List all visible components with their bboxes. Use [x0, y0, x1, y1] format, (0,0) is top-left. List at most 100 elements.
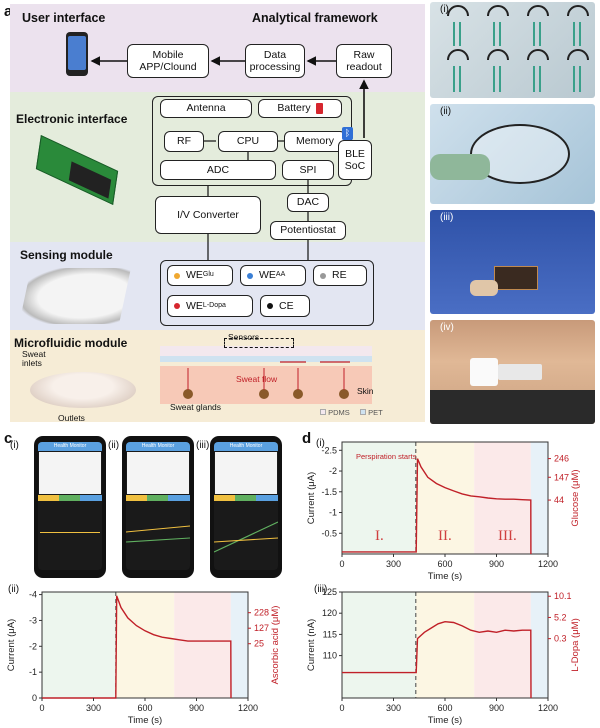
- glu-dot-icon: [174, 272, 180, 279]
- battery-box: Battery: [258, 99, 342, 118]
- panel-c-iii-label: (iii): [196, 440, 210, 451]
- phase-region-0: [342, 592, 416, 698]
- ce-label: CE: [279, 299, 294, 312]
- phone-c-ii-title: Health Monitor: [126, 442, 190, 451]
- x-tick-label-2: 600: [437, 559, 452, 569]
- panel-letter-c: c: [4, 430, 13, 447]
- microfluidic-cross-section: [160, 338, 372, 404]
- phase-region-3: [530, 442, 548, 554]
- mobile-app-box: Mobile APP/Clound: [127, 44, 209, 78]
- y-tick-label-3: 125: [322, 587, 337, 597]
- sweat-glands-label: Sweat glands: [170, 402, 222, 412]
- ble-soc-box: BLE SoC: [338, 140, 372, 180]
- potentiostat-box: Potentiostat: [270, 221, 346, 240]
- right-tick-label-1: 5.2: [554, 612, 567, 622]
- phone-c-iii-title: Health Monitor: [214, 442, 278, 451]
- we-glu-subscript: Glu: [202, 271, 214, 279]
- right-tick-label-0: 10.1: [554, 591, 572, 601]
- y-tick-label-1: -1: [29, 667, 37, 677]
- x-tick-label-2: 600: [437, 703, 452, 713]
- antenna-box: Antenna: [160, 99, 252, 118]
- sensing-frame: [160, 260, 374, 326]
- re-box: RE: [313, 265, 367, 286]
- sweat-duct-lines: [187, 368, 345, 390]
- right-tick-label-2: 44: [554, 495, 564, 505]
- panel-c-i-label: (i): [10, 440, 19, 451]
- spi-box: SPI: [282, 160, 334, 180]
- phase-1-label: I.: [375, 528, 384, 544]
- sweat-glands-drawing: [183, 361, 350, 399]
- perspiration-annotation: Perspiration starts: [356, 452, 417, 461]
- ldopa-dot-icon: [174, 303, 180, 309]
- right-tick-label-2: 25: [254, 639, 264, 649]
- raw-readout-box: Raw readout: [336, 44, 392, 78]
- x-tick-label-4: 1200: [538, 703, 558, 713]
- adc-box: ADC: [160, 160, 276, 180]
- photo-b-i-label: (i): [440, 4, 449, 15]
- bluetooth-icon: ᛒ: [342, 127, 353, 140]
- phase-3-label: III.: [498, 528, 517, 544]
- phase-region-3: [530, 592, 548, 698]
- sweat-inlets-label: Sweat inlets: [22, 349, 46, 368]
- pdms-legend: PDMS: [320, 408, 350, 417]
- photo-b-i: (i): [430, 2, 595, 98]
- phone-c-i: Health Monitor: [34, 436, 106, 578]
- x-tick-label-0: 0: [39, 703, 44, 713]
- photo-b-iii-label: (iii): [440, 212, 454, 223]
- photo-b-iv-label: (iv): [440, 322, 454, 333]
- re-label: RE: [332, 269, 347, 282]
- data-processing-box: Data processing: [245, 44, 305, 78]
- ce-box: CE: [260, 295, 310, 317]
- sensing-module-title: Sensing module: [20, 248, 113, 262]
- phase-region-1: [415, 442, 475, 554]
- x-tick-label-4: 1200: [238, 703, 258, 713]
- dac-box: DAC: [287, 193, 329, 212]
- we-ldopa-label: WE: [186, 299, 203, 312]
- electronic-interface-title: Electronic interface: [16, 112, 128, 126]
- y-tick-label-3: -3: [29, 615, 37, 625]
- we-aa-subscript: AA: [275, 271, 286, 279]
- y-tick-label-1: 115: [323, 629, 337, 639]
- x-tick-label-4: 1200: [538, 559, 558, 569]
- x-tick-label-2: 600: [137, 703, 152, 713]
- cpu-box: CPU: [218, 131, 278, 152]
- right-tick-label-1: 147: [554, 472, 569, 482]
- user-interface-title: User interface: [22, 11, 106, 25]
- y-tick-label-0: -0.5: [321, 528, 337, 538]
- x-tick-label-3: 900: [189, 703, 204, 713]
- data-series-line: [42, 595, 232, 699]
- phase-region-1: [115, 592, 175, 698]
- x-tick-label-0: 0: [339, 559, 344, 569]
- right-axis-label: Ascorbic acid (μM): [270, 606, 281, 685]
- mobile-phone-icon: [66, 32, 88, 76]
- sweat-gland-shapes: [183, 389, 349, 399]
- microfluidic-disc-image: [30, 372, 136, 408]
- pdms-label: PDMS: [328, 408, 350, 417]
- y-tick-label-1: -1: [329, 508, 337, 518]
- panel-c-ii-label: (ii): [108, 440, 120, 451]
- microfluidic-module-title: Microfluidic module: [14, 336, 128, 350]
- pet-label: PET: [368, 408, 383, 417]
- we-ldopa-subscript: L-Dopa: [202, 301, 226, 309]
- phase-region-0: [42, 592, 116, 698]
- sensor-array-drawing: [447, 5, 589, 92]
- pdms-swatch: [320, 409, 326, 415]
- panel-letter-d: d: [302, 430, 312, 447]
- panel-d-i-label: (i): [316, 438, 325, 449]
- battery-icon: [315, 103, 323, 114]
- x-tick-label-1: 300: [386, 703, 401, 713]
- phone-c-ii: Health Monitor: [122, 436, 194, 578]
- x-axis-label: Time (s): [428, 571, 462, 582]
- y-axis-label: Current (μA): [6, 619, 17, 671]
- photo-b-iii: (iii): [430, 210, 595, 314]
- re-dot-icon: [320, 272, 326, 279]
- we-aa-label: WE: [259, 269, 276, 282]
- phase-region-2: [474, 592, 531, 698]
- rf-box: RF: [164, 131, 204, 152]
- x-axis-label: Time (s): [428, 715, 462, 726]
